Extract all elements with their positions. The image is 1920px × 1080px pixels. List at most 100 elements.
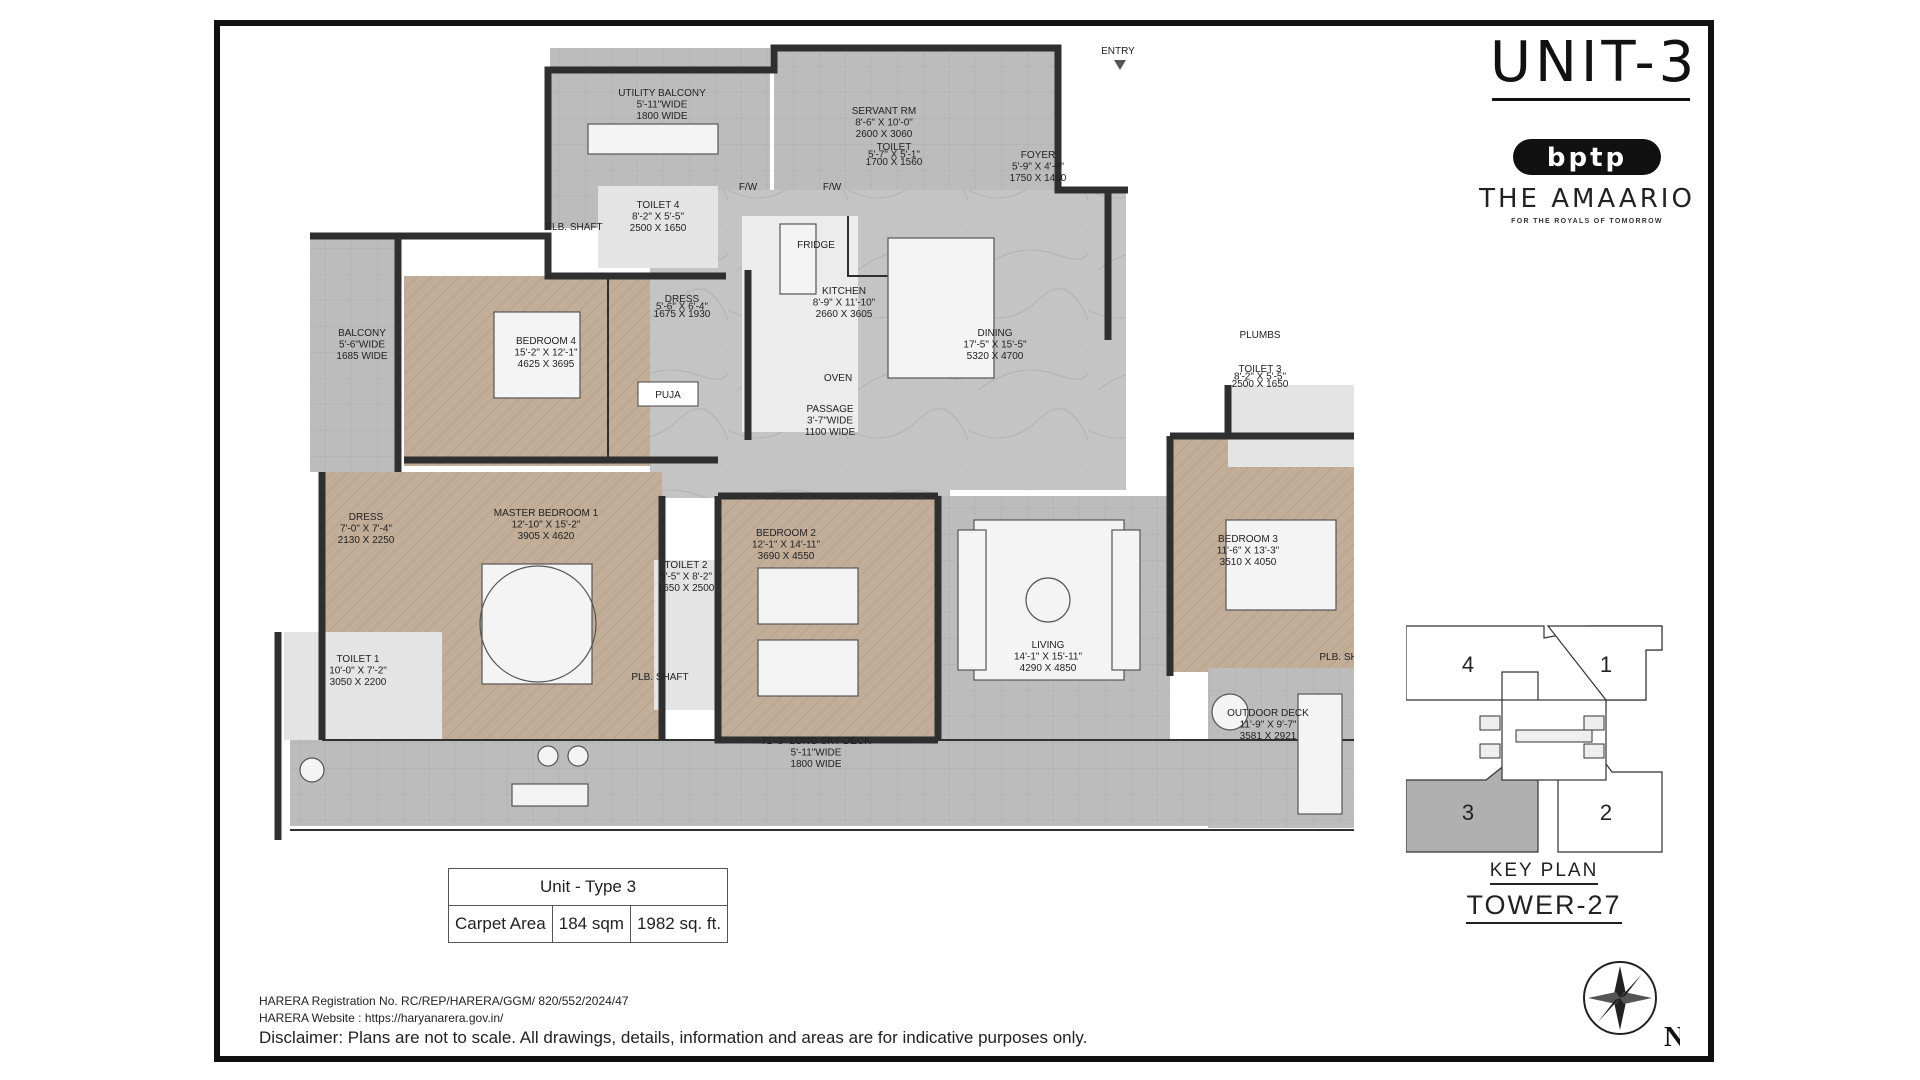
- key-plan-title: KEY PLAN: [1406, 860, 1682, 885]
- outdoor-lounger: [1297, 693, 1343, 815]
- room-dimension: 2130 X 2250: [338, 535, 395, 546]
- utility-counter: [587, 123, 719, 155]
- master-rug: [479, 565, 597, 683]
- room-dimension: 12'-1" X 14'-11": [752, 540, 820, 551]
- room-dimension: 3'-7"WIDE: [807, 416, 853, 427]
- room-dimension: 8'-6" X 10'-0": [855, 118, 913, 129]
- room-dimension: 1750 X 1460: [1010, 173, 1067, 184]
- room-dimension: 2660 X 3605: [816, 309, 873, 320]
- carpet-area-sqm: 184 sqm: [551, 905, 631, 943]
- room-name: KITCHEN: [822, 286, 866, 297]
- key-plan-unit-1-label: 1: [1600, 652, 1612, 677]
- key-plan-unit-3-label: 3: [1462, 800, 1474, 825]
- room-dimension: 1685 WIDE: [336, 351, 387, 362]
- room-name: BEDROOM 3: [1218, 534, 1278, 545]
- room-name: UTILITY BALCONY: [618, 88, 706, 99]
- sky-deck-stool: [567, 745, 589, 767]
- harera-registration: HARERA Registration No. RC/REP/HARERA/GG…: [259, 994, 629, 1008]
- room-dimension: 5320 X 4700: [967, 351, 1024, 362]
- sky-deck-bench: [511, 783, 589, 807]
- room-name: LIVING: [1032, 640, 1065, 651]
- room-dimension: 1700 X 1560: [866, 157, 923, 168]
- balcony-floor: [310, 236, 396, 472]
- room-dimension: 5'-11"WIDE: [791, 748, 842, 759]
- area-table-title: Unit - Type 3: [447, 868, 729, 906]
- room-name: 71'-3" LONG SKY DECK: [761, 736, 871, 747]
- sky-deck-stool: [299, 757, 325, 783]
- room-dimension: 10'-0" X 7'-2": [329, 666, 387, 677]
- room-name: FOYER: [1021, 150, 1055, 161]
- room-dimension: 12'-10" X 15'-2": [512, 520, 581, 531]
- key-plan-unit-2-label: 2: [1600, 800, 1612, 825]
- carpet-area-label: Carpet Area: [448, 905, 553, 943]
- room-name: TOILET 2: [665, 560, 708, 571]
- coffee-table: [1025, 577, 1071, 623]
- master-bed: [481, 563, 593, 685]
- unit-title: UNIT-3: [1490, 30, 1699, 95]
- room-dimension: 11'-6" X 13'-3": [1217, 546, 1280, 557]
- room-dimension: 1675 X 1930: [654, 309, 711, 320]
- room-dimension: 5'-5" X 8'-2": [660, 572, 713, 583]
- room-name: PASSAGE: [806, 404, 853, 415]
- room-name: DRESS: [665, 294, 700, 305]
- room-name: BEDROOM 2: [756, 528, 816, 539]
- sofa-left: [957, 529, 987, 671]
- room-dimension: 2500 X 1650: [630, 223, 687, 234]
- room-name: DRESS: [349, 512, 384, 523]
- room-dimension: 7'-0" X 7'-4": [340, 524, 393, 535]
- plb-shaft-label-3: PLB. SHAFT: [1319, 652, 1354, 663]
- room-dimension: 5'-7" X 5'-1": [868, 149, 921, 160]
- brand-name: THE AMAARIO: [1479, 184, 1695, 214]
- brand-logo-text: bptp: [1547, 143, 1627, 173]
- room-dimension: 5'-6" X 6'-4": [656, 301, 709, 312]
- room-name: BALCONY: [338, 328, 386, 339]
- room-dimension: 3050 X 2200: [330, 677, 387, 688]
- dining-table: [887, 237, 995, 379]
- room-dimension: 8'-9" X 11'-10": [813, 298, 876, 309]
- sky-deck-floor: [290, 740, 1354, 826]
- room-dimension: 14'-1" X 15'-11": [1014, 652, 1082, 663]
- toilet-3-floor: [1228, 385, 1354, 467]
- room-name: DINING: [978, 328, 1013, 339]
- room-dimension: 15'-2" X 12'-1": [514, 348, 578, 359]
- room-dimension: 1100 WIDE: [805, 427, 856, 438]
- room-dimension: 1800 WIDE: [636, 111, 687, 122]
- sofa-right: [1111, 529, 1141, 671]
- tower-title-text: TOWER-27: [1466, 890, 1622, 924]
- bed-4: [493, 311, 581, 399]
- room-dimension: 2500 X 1650: [1232, 379, 1289, 390]
- room-dimension: 5'-6"WIDE: [339, 340, 385, 351]
- room-dimension: 3510 X 4050: [1220, 557, 1277, 568]
- plumbs-label: PLUMBS: [1239, 330, 1280, 341]
- room-name: BEDROOM 4: [516, 336, 576, 347]
- room-name: TOILET 4: [637, 200, 680, 211]
- key-plan: 4 1 3 2: [1406, 625, 1663, 853]
- harera-website: HARERA Website : https://haryanarera.gov…: [259, 1011, 504, 1025]
- tower-title: TOWER-27: [1406, 890, 1682, 924]
- key-plan-title-text: KEY PLAN: [1489, 860, 1599, 885]
- fw-label-2: F/W: [823, 182, 842, 193]
- room-dimension: 3690 X 4550: [758, 551, 815, 562]
- plb-shaft-label-2: PLB. SHAFT: [631, 672, 688, 683]
- key-plan-unit-4-label: 4: [1462, 652, 1474, 677]
- fridge-label: FRIDGE: [797, 240, 835, 251]
- toilet-4-floor: [598, 186, 718, 268]
